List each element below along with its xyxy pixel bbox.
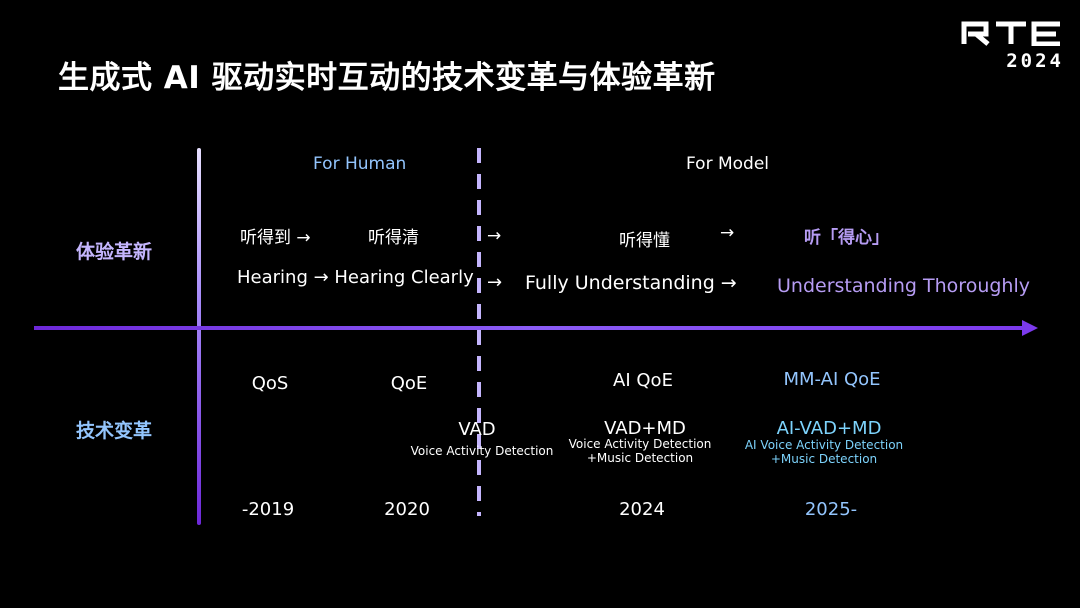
exp-cn-clear: 听得清	[368, 228, 419, 248]
timeline-axis	[34, 326, 1024, 330]
era-divider	[477, 148, 481, 516]
exp-cn-arrow-2: →	[720, 223, 735, 243]
page-title: 生成式 AI 驱动实时互动的技术变革与体验革新	[58, 60, 716, 96]
tech-vad-desc: Voice Activity Detection	[410, 444, 554, 458]
tech-ai-vad-md: AI-VAD+MD	[776, 418, 882, 439]
tech-vad-md-desc-1: Voice Activity Detection	[568, 437, 712, 451]
vertical-axis	[197, 148, 201, 525]
exp-en-hear: Hearing → Hearing Clearly	[237, 267, 474, 288]
tech-ai-qoe: AI QoE	[613, 370, 673, 391]
tech-vad-md: VAD+MD	[604, 418, 686, 439]
year-label: 2024	[619, 499, 665, 520]
year-label: -2019	[241, 499, 295, 520]
rte-logo: 2024	[960, 20, 1064, 72]
timeline-arrow-icon	[1022, 320, 1038, 336]
tech-qos: QoS	[251, 373, 289, 394]
row-label-experience: 体验革新	[76, 241, 153, 263]
year-label: 2025-	[804, 499, 858, 520]
exp-cn-arrow-1: →	[487, 226, 502, 246]
logo-year: 2024	[1006, 50, 1064, 72]
tech-qoe: QoE	[390, 373, 428, 394]
tech-vad: VAD	[458, 419, 496, 440]
tech-ai-vad-md-desc-1: AI Voice Activity Detection	[744, 438, 904, 452]
exp-en-arrow-1: →	[487, 272, 503, 293]
tech-vad-md-desc-2: +Music Detection	[586, 451, 694, 465]
exp-en-understand: Fully Understanding →	[525, 272, 737, 294]
exp-cn-hear: 听得到 →	[240, 228, 311, 248]
section-for-human: For Human	[313, 154, 407, 174]
exp-cn-understand: 听得懂	[619, 231, 670, 251]
row-label-technology: 技术变革	[76, 420, 153, 442]
exp-cn-heart: 听「得心」	[804, 228, 889, 248]
rte-logo-icon	[961, 21, 1060, 47]
tech-mm-ai-qoe: MM-AI QoE	[783, 369, 881, 390]
year-label: 2020	[384, 499, 430, 520]
section-for-model: For Model	[686, 154, 770, 174]
exp-en-thorough: Understanding Thoroughly	[777, 275, 1030, 297]
tech-ai-vad-md-desc-2: +Music Detection	[770, 452, 878, 466]
